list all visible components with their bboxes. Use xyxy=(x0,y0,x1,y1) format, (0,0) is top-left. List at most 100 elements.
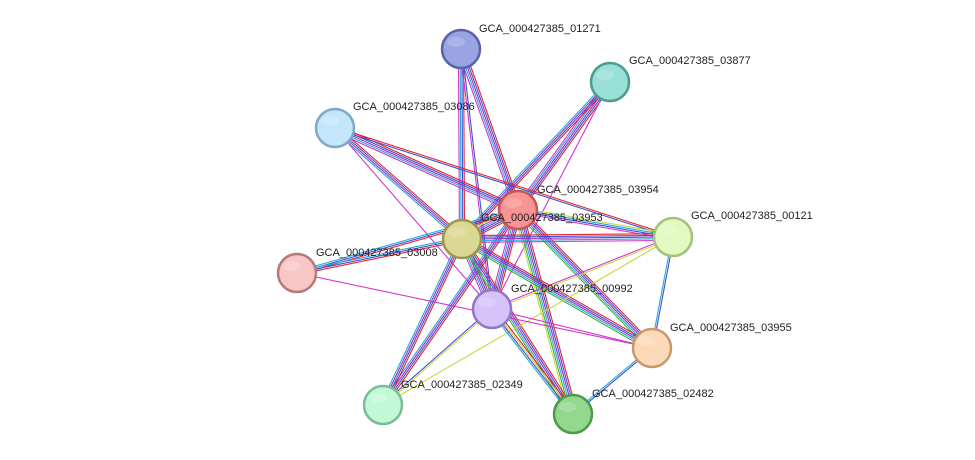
edge-evidence-line xyxy=(490,309,573,415)
edge-evidence-line xyxy=(464,236,577,413)
edge-evidence-line xyxy=(332,129,461,242)
edge-evidence-line xyxy=(519,209,576,414)
edge-evidence-line xyxy=(334,128,462,241)
edge-evidence-line xyxy=(460,81,610,239)
node-highlight xyxy=(369,393,387,403)
edge-evidence-line xyxy=(461,234,673,238)
node-circle[interactable] xyxy=(362,384,404,426)
edge-evidence-line xyxy=(492,237,674,311)
node-label: GCA_000427385_03008 xyxy=(316,247,438,259)
node-circle[interactable] xyxy=(497,189,539,231)
node-01271[interactable]: GCA_000427385_01271 xyxy=(440,23,601,70)
edge-evidence-line xyxy=(462,48,521,210)
edge-evidence-line xyxy=(333,130,517,214)
edge-evidence-line xyxy=(462,237,654,348)
edge-evidence-line xyxy=(383,210,520,406)
edge-evidence-line xyxy=(296,236,462,272)
node-highlight xyxy=(448,227,466,237)
edge-evidence-line xyxy=(383,239,464,406)
edge-evidence-line xyxy=(459,49,462,240)
node-circle[interactable] xyxy=(652,216,694,258)
edge-evidence-line xyxy=(461,236,674,240)
edge-evidence-line xyxy=(335,126,463,239)
edge-evidence-line xyxy=(517,209,653,349)
edge-03953-03955[interactable] xyxy=(460,235,654,352)
node-circle[interactable] xyxy=(314,107,356,149)
node-03953[interactable]: GCA_000427385_03953 xyxy=(441,212,603,260)
node-02482[interactable]: GCA_000427385_02482 xyxy=(552,388,714,435)
node-highlight xyxy=(596,70,614,80)
edge-evidence-line xyxy=(516,210,652,350)
edge-00121-00992[interactable] xyxy=(491,235,674,311)
node-circle[interactable] xyxy=(440,28,482,70)
edge-evidence-line xyxy=(518,206,674,236)
node-circle[interactable] xyxy=(589,61,631,103)
node-00992[interactable]: GCA_000427385_00992 xyxy=(471,283,633,330)
edge-evidence-line xyxy=(492,308,575,414)
edge-evidence-line xyxy=(296,207,518,272)
edge-evidence-line xyxy=(380,208,517,404)
node-03008[interactable]: GCA_000427385_03008 xyxy=(276,247,438,294)
edge-evidence-line xyxy=(297,240,463,276)
node-03954[interactable]: GCA_000427385_03954 xyxy=(497,184,659,231)
node-00121[interactable]: GCA_000427385_00121 xyxy=(652,210,813,258)
node-circle[interactable] xyxy=(471,288,513,330)
edge-03086-03953[interactable] xyxy=(332,125,465,242)
edge-00992-02482[interactable] xyxy=(489,307,576,416)
node-label: GCA_000427385_03877 xyxy=(629,55,751,67)
edge-00121-02349[interactable] xyxy=(382,236,674,406)
node-03955[interactable]: GCA_000427385_03955 xyxy=(631,322,792,369)
edge-03877-03953[interactable] xyxy=(459,79,613,242)
node-03877[interactable]: GCA_000427385_03877 xyxy=(589,55,751,103)
edge-03953-03008[interactable] xyxy=(296,236,463,276)
node-03086[interactable]: GCA_000427385_03086 xyxy=(314,101,475,149)
edge-03086-03954[interactable] xyxy=(333,124,520,214)
edge-evidence-line xyxy=(336,124,520,208)
edge-evidence-line xyxy=(334,128,673,239)
edge-evidence-line xyxy=(296,209,519,274)
edge-evidence-line xyxy=(493,307,576,413)
edge-evidence-line xyxy=(460,241,651,352)
edge-03953-02349[interactable] xyxy=(380,237,465,407)
edge-evidence-line xyxy=(520,207,655,347)
edge-evidence-line xyxy=(383,309,493,407)
node-circle[interactable] xyxy=(631,327,673,369)
edge-03086-00121[interactable] xyxy=(334,126,674,239)
edge-evidence-line xyxy=(384,211,521,407)
edge-evidence-line xyxy=(463,83,613,242)
node-label: GCA_000427385_00992 xyxy=(511,283,633,295)
edge-evidence-line xyxy=(334,129,518,213)
edge-evidence-line xyxy=(384,239,465,407)
edge-evidence-line xyxy=(514,79,608,209)
node-circle[interactable] xyxy=(441,218,483,260)
edge-evidence-line xyxy=(336,125,465,238)
edge-03086-00992[interactable] xyxy=(334,127,493,310)
edge-evidence-line xyxy=(457,49,461,240)
edge-evidence-line xyxy=(517,81,611,211)
edge-evidence-line xyxy=(521,208,578,414)
node-circle[interactable] xyxy=(276,252,318,294)
edge-evidence-line xyxy=(380,237,461,405)
edge-01271-00992[interactable] xyxy=(459,48,494,310)
node-label: GCA_000427385_01271 xyxy=(479,23,601,35)
edge-evidence-line xyxy=(518,82,612,212)
edge-evidence-line xyxy=(460,239,652,350)
node-circle[interactable] xyxy=(552,393,594,435)
edge-evidence-line xyxy=(491,235,673,309)
edge-evidence-line xyxy=(463,235,654,346)
node-highlight xyxy=(659,225,677,235)
edge-00992-02349[interactable] xyxy=(382,307,493,407)
edge-evidence-line xyxy=(462,238,674,242)
edge-evidence-line xyxy=(462,239,674,243)
edge-01271-03954[interactable] xyxy=(457,47,522,212)
edge-evidence-line xyxy=(489,310,572,416)
edge-evidence-line xyxy=(461,238,653,349)
edge-03954-03955[interactable] xyxy=(515,207,655,351)
node-label: GCA_000427385_03954 xyxy=(537,184,659,196)
edge-03953-00121[interactable] xyxy=(461,233,674,243)
edge-evidence-line xyxy=(296,238,463,274)
edge-00992-03955[interactable] xyxy=(491,308,653,349)
node-02349[interactable]: GCA_000427385_02349 xyxy=(362,379,523,426)
